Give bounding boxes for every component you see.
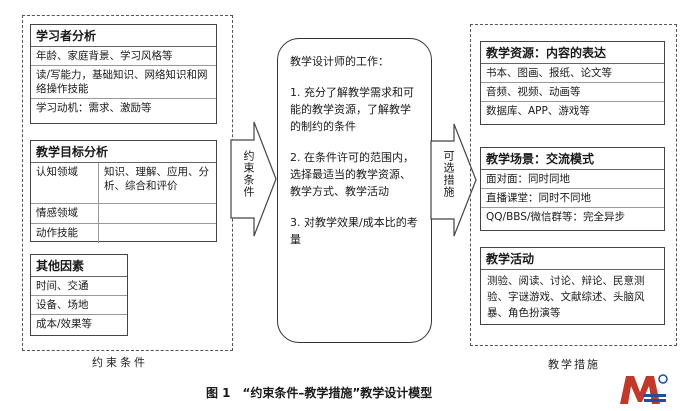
resource-item: 音频、视频、动画等 xyxy=(481,83,664,102)
goal-domain: 认知领域 xyxy=(31,163,99,203)
other-factor-item: 设备、场地 xyxy=(31,296,127,315)
right-arrow-label: 可选措施 xyxy=(442,150,455,198)
goal-row: 认知领域 知识、理解、应用、分析、综合和评价 xyxy=(31,163,216,204)
goal-analysis-box: 教学目标分析 认知领域 知识、理解、应用、分析、综合和评价 情感领域 动作技能 xyxy=(30,140,217,243)
goal-analysis-title: 教学目标分析 xyxy=(31,141,216,163)
scenes-box: 教学场景：交流模式 面对面：同时同地 直播课堂：同时不同地 QQ/BBS/微信群… xyxy=(480,147,665,231)
other-factor-item: 时间、交通 xyxy=(31,277,127,296)
learner-item: 年龄、家庭背景、学习风格等 xyxy=(31,47,216,66)
learner-item: 读/写能力，基础知识、网络知识和网络操作技能 xyxy=(31,66,216,99)
scene-item: 面对面：同时同地 xyxy=(481,170,664,189)
other-factors-title: 其他因素 xyxy=(31,255,127,277)
designer-work-title: 教学设计师的工作： xyxy=(290,55,389,68)
goal-domain: 动作技能 xyxy=(31,224,99,243)
designer-work-point: 3. 对教学效果/成本比的考量 xyxy=(290,216,418,246)
activities-box: 教学活动 测验、阅读、讨论、辩论、民意测验、字谜游戏、文献综述、头脑风暴、角色扮… xyxy=(480,247,665,325)
right-arrow xyxy=(430,123,477,237)
goal-detail: 知识、理解、应用、分析、综合和评价 xyxy=(104,166,209,192)
learner-analysis-title: 学习者分析 xyxy=(31,25,216,47)
activities-title: 教学活动 xyxy=(481,248,664,270)
resources-title: 教学资源：内容的表达 xyxy=(481,42,664,64)
designer-work-box: 教学设计师的工作： 1. 充分了解教学需求和可能的教学资源，了解教学的制约的条件… xyxy=(277,38,432,343)
activities-text: 测验、阅读、讨论、辩论、民意测验、字谜游戏、文献综述、头脑风暴、角色扮演等 xyxy=(487,275,645,319)
scene-item: 直播课堂：同时不同地 xyxy=(481,189,664,208)
measures-caption: 教学措施 xyxy=(548,358,600,371)
learner-item: 学习动机：需求、激励等 xyxy=(36,102,152,114)
goal-domain: 情感领域 xyxy=(31,204,99,223)
goal-detail xyxy=(99,204,216,223)
measures-group xyxy=(470,24,677,346)
left-arrow-label: 约束条件 xyxy=(242,150,255,198)
logo-icon xyxy=(620,374,668,404)
other-factor-item: 成本/效果等 xyxy=(36,318,93,330)
designer-work-point: 1. 充分了解教学需求和可能的教学资源，了解教学的制约的条件 xyxy=(290,86,414,133)
goal-detail xyxy=(99,224,216,243)
designer-work-point: 2. 在条件许可的范围内，选择最适当的教学资源、教学方式、教学活动 xyxy=(290,151,414,198)
scene-item: QQ/BBS/微信群等：完全异步 xyxy=(486,211,625,223)
resources-box: 教学资源：内容的表达 书本、图画、报纸、论文等 音频、视频、动画等 数据库、AP… xyxy=(480,41,665,125)
figure-caption: 图 1 “约束条件–教学措施”教学设计模型 xyxy=(206,386,433,400)
resource-item: 书本、图画、报纸、论文等 xyxy=(481,64,664,83)
constraints-caption: 约束条件 xyxy=(92,356,148,369)
goal-row: 动作技能 xyxy=(31,224,216,243)
scenes-title: 教学场景：交流模式 xyxy=(481,148,664,170)
left-arrow xyxy=(230,121,277,237)
other-factors-box: 其他因素 时间、交通 设备、场地 成本/效果等 xyxy=(30,254,128,336)
resource-item: 数据库、APP、游戏等 xyxy=(486,105,590,117)
learner-analysis-box: 学习者分析 年龄、家庭背景、学习风格等 读/写能力，基础知识、网络知识和网络操作… xyxy=(30,24,217,124)
goal-row: 情感领域 xyxy=(31,204,216,224)
